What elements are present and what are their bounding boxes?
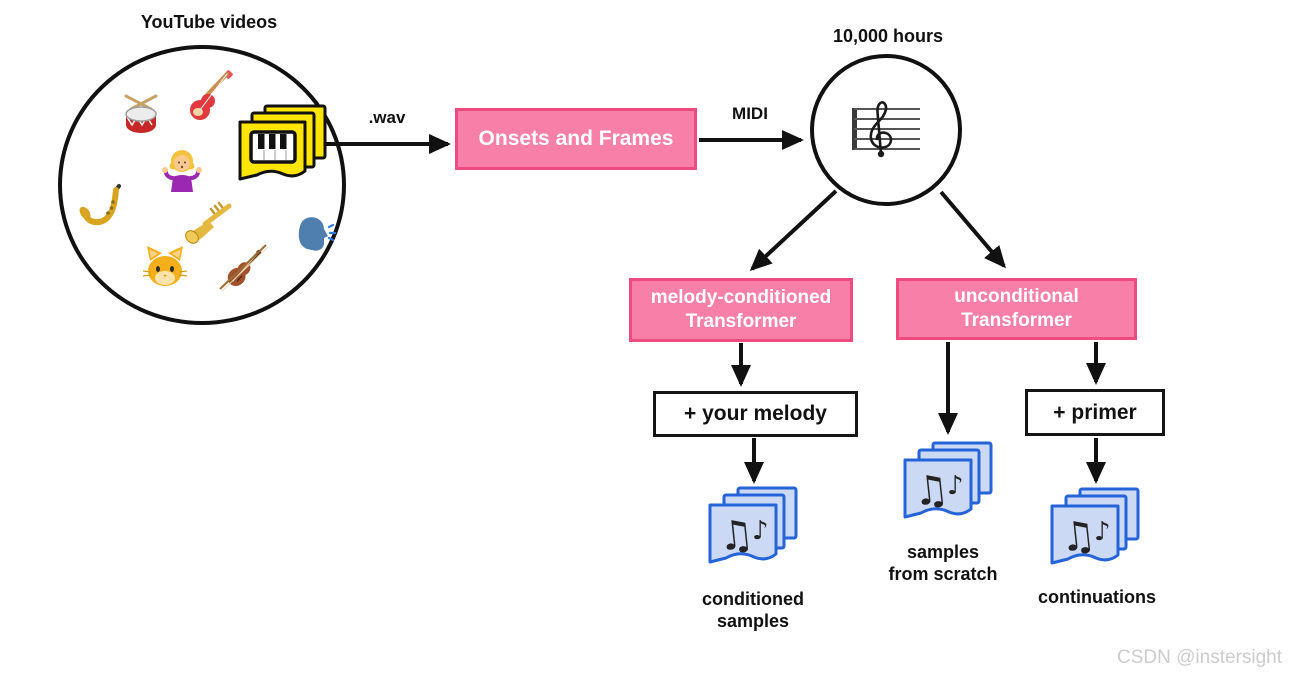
conditioned-samples-label: conditioned samples — [673, 588, 833, 632]
your-melody-label: + your melody — [684, 402, 827, 425]
saxophone-icon — [79, 184, 121, 226]
electric-guitar-icon — [190, 70, 233, 120]
trumpet-icon — [185, 201, 232, 244]
midi-label: MIDI — [732, 104, 768, 123]
continuations-line1: continuations — [1038, 587, 1156, 607]
unconditional-transformer-box: unconditional Transformer — [896, 278, 1137, 340]
continuations-label: continuations — [1017, 586, 1177, 608]
conditioned-samples-line1: conditioned — [702, 589, 804, 609]
youtube-videos-label: YouTube videos — [140, 12, 278, 32]
primer-box: + primer — [1025, 389, 1165, 436]
your-melody-box: + your melody — [653, 391, 858, 437]
melody-transformer-line1: melody-conditioned — [650, 287, 832, 309]
melody-transformer-box: melody-conditioned Transformer — [629, 278, 853, 342]
samples-from-scratch-label: samples from scratch — [863, 541, 1023, 585]
onsets-frames-box: Onsets and Frames — [455, 108, 697, 170]
primer-label: + primer — [1053, 400, 1137, 424]
continuations-cards-icon: ♫ ♪ — [1048, 487, 1144, 579]
conditioned-samples-line2: samples — [716, 611, 790, 631]
youtube-videos-circle — [58, 45, 346, 325]
onsets-frames-label: Onsets and Frames — [478, 126, 674, 150]
drum-icon — [124, 94, 158, 133]
svg-text:♪: ♪ — [1094, 517, 1111, 547]
speaking-head-icon — [298, 217, 337, 251]
samples-from-scratch-line1: samples — [906, 542, 980, 562]
cat-icon — [142, 246, 188, 286]
piano-cards-icon — [238, 104, 327, 181]
svg-text:♫: ♫ — [716, 511, 756, 560]
dataset-hours-label: 10,000 hours — [832, 26, 944, 46]
unconditional-transformer-line2: Transformer — [961, 310, 1072, 331]
conditioned-samples-cards-icon: ♫ ♪ — [706, 486, 802, 578]
unconditional-transformer-line1: unconditional — [954, 286, 1079, 308]
shrug-person-icon — [162, 150, 202, 192]
musical-score-icon — [852, 101, 920, 158]
violin-icon — [219, 244, 269, 292]
scratch-samples-cards-icon: ♫ ♪ — [901, 441, 997, 533]
svg-text:♫: ♫ — [911, 466, 951, 515]
wav-label: .wav — [368, 108, 406, 127]
samples-from-scratch-line2: from scratch — [888, 564, 998, 584]
watermark-text: CSDN @instersight — [1117, 647, 1282, 668]
svg-text:♫: ♫ — [1058, 512, 1098, 561]
melody-transformer-line2: Transformer — [685, 311, 797, 332]
svg-text:♪: ♪ — [752, 516, 769, 546]
svg-text:♪: ♪ — [947, 471, 964, 501]
